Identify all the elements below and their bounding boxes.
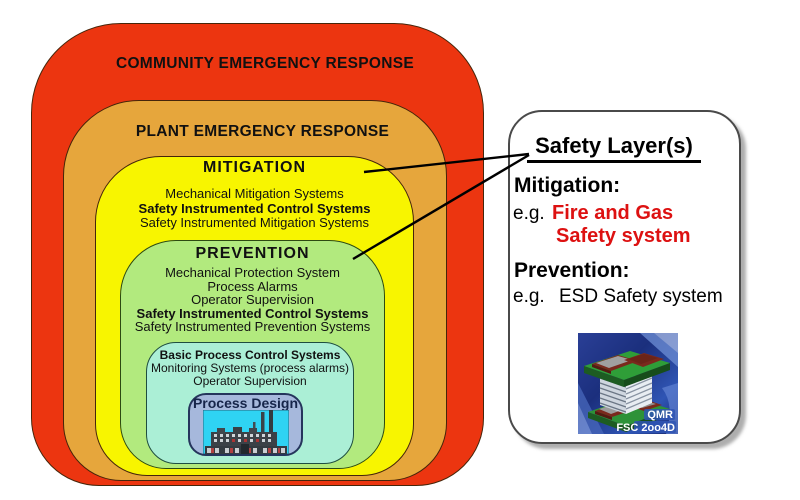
panel-prevention-eg-prefix: e.g. xyxy=(513,286,545,307)
mitigation-systems-list: Mechanical Mitigation Systems Safety Ins… xyxy=(95,186,414,231)
panel-mitigation-eg-prefix: e.g. xyxy=(513,203,545,224)
prevention-line-5: Safety Instrumented Prevention Systems xyxy=(134,319,371,334)
mitigation-line-2: Safety Instrumented Control Systems xyxy=(138,200,371,216)
panel-mitigation-heading: Mitigation: xyxy=(514,174,621,197)
mitigation-line-1: Mechanical Mitigation Systems xyxy=(165,186,344,201)
panel-mitigation-example: e.g. Fire and Gas xyxy=(513,202,673,225)
device-label-fsc: FSC 2oo4D xyxy=(616,422,675,434)
safety-controller-photo: QMR FSC 2oo4D xyxy=(578,333,678,434)
prevention-line-4: Safety Instrumented Control Systems xyxy=(136,305,369,321)
panel-prevention-heading: Prevention: xyxy=(514,259,630,282)
mitigation-line-3: Safety Instrumented Mitigation Systems xyxy=(139,215,370,231)
panel-mitigation-eg-value-line1: Fire and Gas xyxy=(551,202,674,224)
panel-title: Safety Layer(s) xyxy=(527,133,701,163)
panel-prevention-eg-value: ESD Safety system xyxy=(558,286,723,307)
factory-icon xyxy=(203,410,289,454)
mitigation-label: MITIGATION xyxy=(202,159,307,176)
prevention-line-3: Operator Supervision xyxy=(191,292,314,307)
panel-prevention-example: e.g. ESD Safety system xyxy=(513,286,723,308)
community-emergency-response-label: COMMUNITY EMERGENCY RESPONSE xyxy=(115,55,415,72)
bpcs-list: Basic Process Control Systems Monitoring… xyxy=(146,349,354,387)
bpcs-line-1: Basic Process Control Systems xyxy=(159,348,341,362)
safety-layers-panel xyxy=(508,110,741,444)
prevention-line-2: Process Alarms xyxy=(207,278,298,294)
process-design-label: Process Design xyxy=(192,395,299,411)
prevention-label: PREVENTION xyxy=(195,245,310,262)
panel-mitigation-eg-value-line2: Safety system xyxy=(556,225,691,247)
bpcs-line-2: Monitoring Systems (process alarms) xyxy=(150,360,350,375)
device-label-qmr: QMR xyxy=(647,409,673,421)
bpcs-line-3: Operator Supervision xyxy=(193,373,307,388)
prevention-line-1: Mechanical Protection System xyxy=(165,265,340,280)
plant-emergency-response-label: PLANT EMERGENCY RESPONSE xyxy=(135,123,390,140)
prevention-systems-list: Mechanical Protection System Process Ala… xyxy=(118,266,387,334)
